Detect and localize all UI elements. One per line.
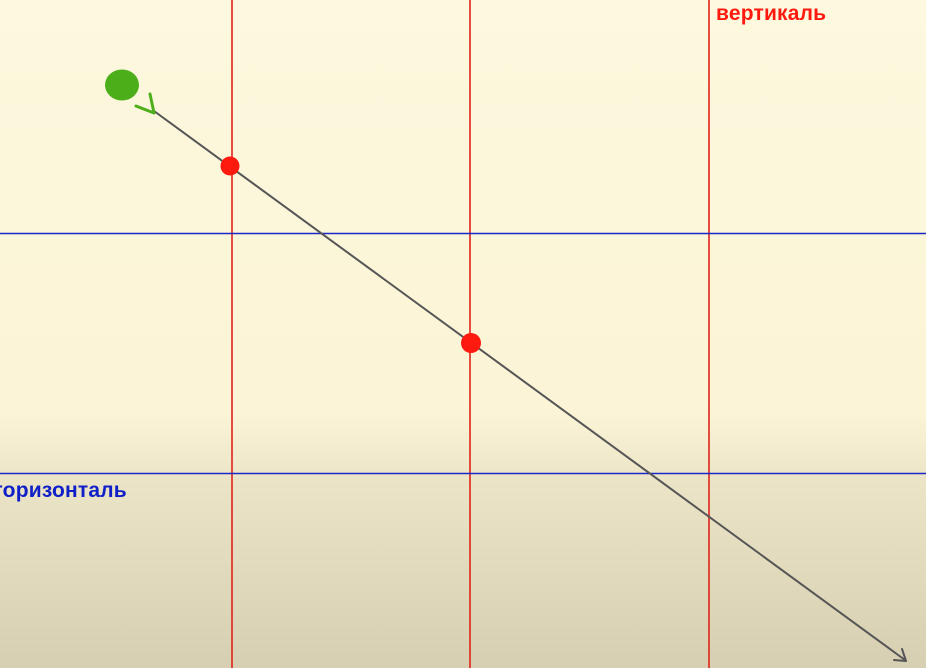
- intersection-point-1: [220, 156, 240, 176]
- horizontal-label: горизонталь: [0, 479, 127, 502]
- trajectory-line: [153, 110, 906, 661]
- vertical-label: вертикаль: [716, 2, 827, 25]
- intersection-point-2: [461, 333, 481, 353]
- start-point-icon: [105, 69, 156, 115]
- arrowhead-icon: [893, 648, 907, 662]
